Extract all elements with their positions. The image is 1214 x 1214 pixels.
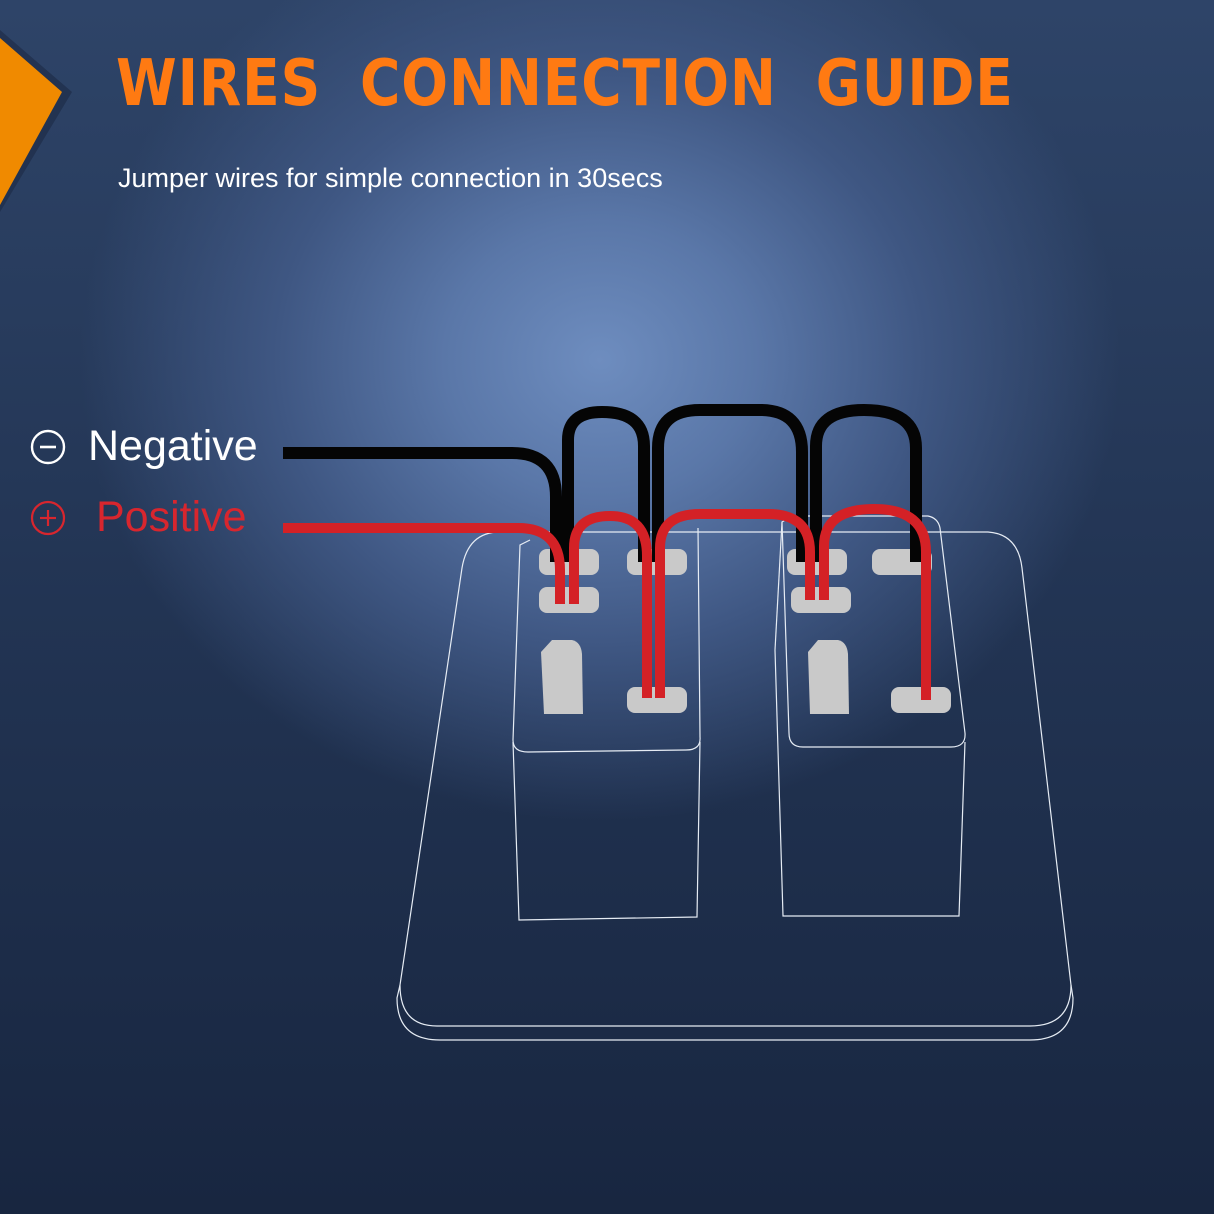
legend-negative: Negative [30,425,258,468]
legend-positive: Positive [30,496,247,539]
lamp-terminal-left [541,640,583,714]
negative-wire [283,404,922,562]
page-title: WIRES CONNECTION GUIDE [116,47,1014,121]
page-subtitle: Jumper wires for simple connection in 30… [118,163,663,193]
plus-circle-icon [30,500,66,535]
legend-negative-label: Negative [88,422,258,470]
switch-panel-outline [396,515,1074,1041]
minus-circle-icon [30,429,66,464]
corner-accent [0,30,72,212]
legend-positive-label: Positive [96,493,247,541]
terminals [539,549,951,714]
lamp-terminal-right [808,640,849,714]
positive-wire [283,504,931,700]
